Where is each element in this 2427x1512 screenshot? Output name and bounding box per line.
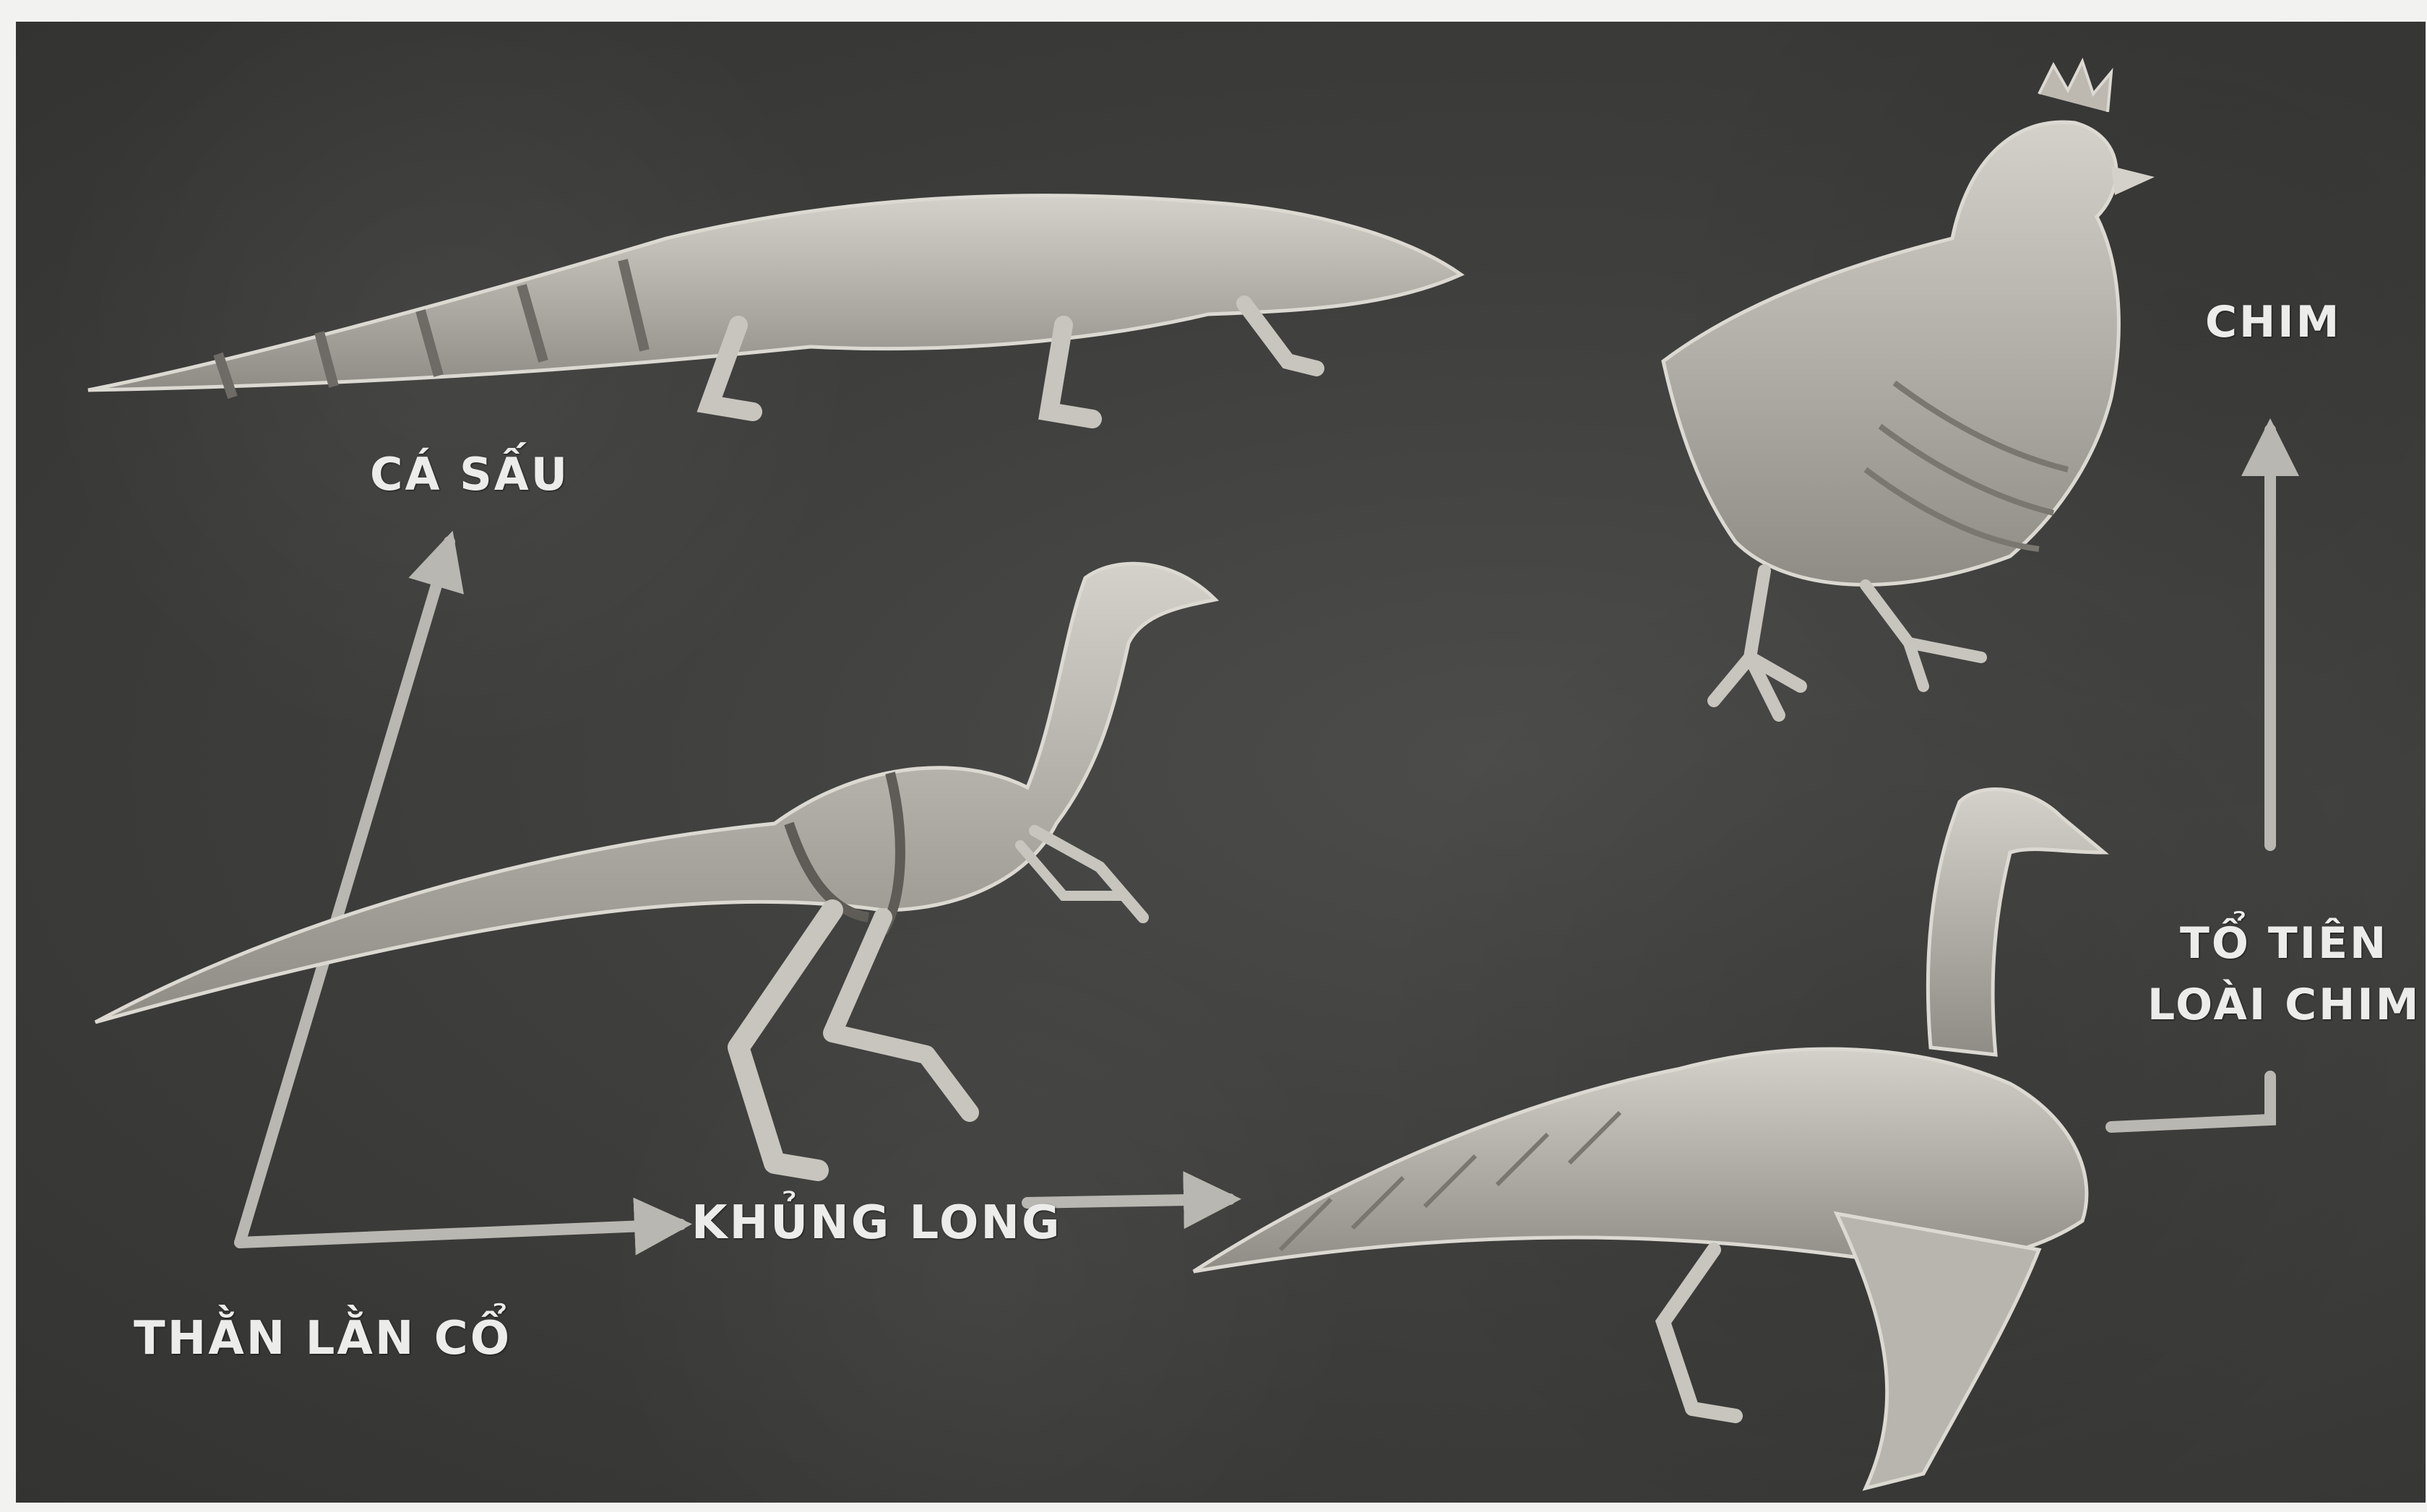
arrow-bird-ancestor-connector bbox=[2111, 1076, 2270, 1127]
ancestor-reptile-label: THẰN LẰN CỔ bbox=[134, 1311, 512, 1367]
bird-ancestor-label-line2: LOÀI CHIM bbox=[2147, 979, 2420, 1031]
bird-label: CHIM bbox=[2205, 296, 2341, 348]
crocodile-label: CÁ SẤU bbox=[370, 448, 569, 501]
bird-figure bbox=[1663, 61, 2155, 715]
crocodile-figure bbox=[88, 196, 1461, 419]
evolution-illustration bbox=[16, 22, 2426, 1503]
bird-ancestor-label-line1: TỔ TIÊN bbox=[2180, 917, 2388, 969]
arrow-to-dinosaur bbox=[240, 1224, 681, 1243]
dinosaur-label: KHỦNG LONG bbox=[691, 1196, 1062, 1251]
dinosaur-figure bbox=[95, 563, 1215, 1170]
diagram-frame: THẰN LẰN CỔ CÁ SẤU KHỦNG LONG CHIM TỔ TI… bbox=[16, 22, 2426, 1503]
bird-ancestor-figure bbox=[1194, 790, 2104, 1488]
